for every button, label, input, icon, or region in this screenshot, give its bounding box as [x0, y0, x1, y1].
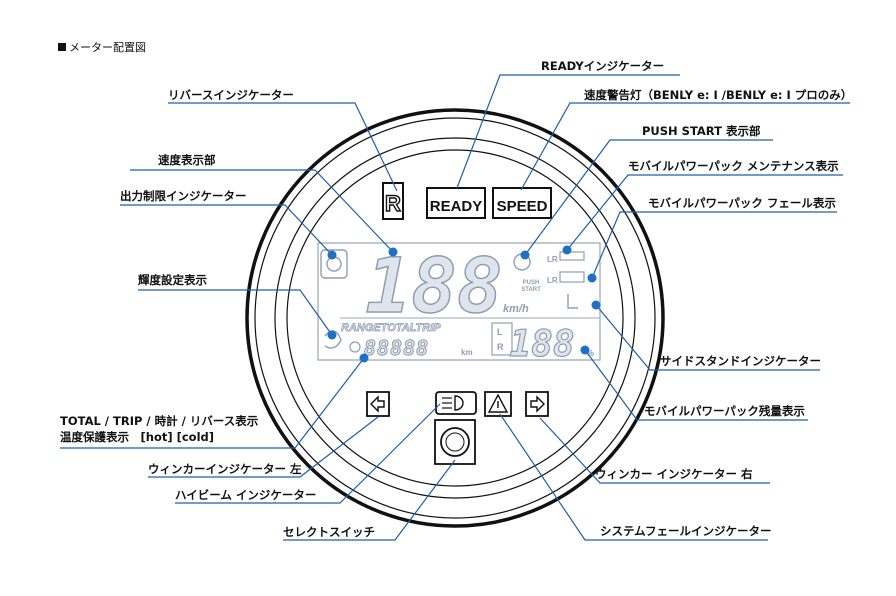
lr-label-bottom: LR	[547, 276, 558, 285]
label-system-fail: システムフェールインジケーター	[600, 524, 772, 538]
label-ready: READYインジケーター	[541, 59, 665, 73]
leader-maintenance	[566, 174, 843, 251]
top-indicators: R READY SPEED	[382, 182, 552, 220]
dot-battery	[580, 345, 590, 355]
odo-digits: 88888	[364, 336, 429, 360]
ring-2	[254, 117, 656, 519]
dot-maintenance	[562, 245, 572, 255]
label-winker-left: ウィンカーインジケーター 左	[148, 462, 302, 476]
battery-unit: %	[586, 348, 594, 358]
ring-3	[274, 137, 636, 499]
leader-select-switch	[283, 459, 456, 541]
label-output-limit: 出力制限インジケーター	[120, 189, 247, 203]
clock-icon	[349, 341, 361, 353]
label-total-trip: TOTAL / TRIP / 時計 / リバース表示 温度保護表示 [hot] …	[60, 414, 259, 444]
label-push-start: PUSH START 表示部	[642, 124, 761, 138]
leader-battery	[584, 349, 808, 421]
system-fail-box	[484, 391, 512, 417]
start-text: START	[521, 287, 541, 293]
diagram-title-text: メーター配置図	[69, 41, 146, 54]
diagram-title: メーター配置図	[58, 39, 146, 55]
output-limit-icon-circle	[326, 256, 342, 272]
label-select-switch: セレクトスイッチ	[283, 525, 375, 539]
push-text: PUSH	[523, 280, 540, 286]
dot-total-trip	[359, 353, 369, 363]
dot-speed	[388, 247, 398, 257]
select-switch-inner	[445, 432, 465, 452]
ring-4	[286, 149, 624, 487]
leader-fail	[591, 211, 837, 279]
select-switch-knob	[440, 427, 470, 457]
label-reverse-indicator: リバースインジケーター	[168, 88, 294, 102]
label-winker-right: ウィンカー インジケーター 右	[595, 467, 753, 481]
dot-side-stand	[591, 300, 601, 310]
leader-high-beam	[175, 403, 441, 504]
winker-left-icon	[370, 395, 385, 413]
side-stand-icon	[567, 294, 578, 309]
dot-output-limit	[327, 250, 337, 260]
dot-fail	[587, 273, 597, 283]
bottom-indicators	[366, 391, 549, 465]
ready-box	[426, 187, 486, 219]
battery-digits: 188	[509, 324, 574, 365]
label-speed-warning: 速度警告灯（BENLY e: I /BENLY e: I プロのみ）	[584, 88, 853, 102]
dot-push-start	[520, 250, 530, 260]
speed-display: 188 km/h	[365, 240, 529, 331]
label-side-stand: サイドスタンドインジケーター	[660, 354, 821, 368]
speed-text: SPEED	[497, 198, 548, 215]
leader-speed	[130, 169, 394, 253]
leader-lines	[60, 74, 850, 541]
label-fail: モバイルパワーパック フェール表示	[648, 196, 836, 210]
lcd-outline	[317, 242, 601, 361]
leader-winker-left	[148, 416, 379, 478]
leader-output-limit	[120, 204, 333, 256]
leader-push-start	[524, 139, 773, 256]
battery-lr-l: L	[497, 327, 503, 337]
winker-right-icon	[530, 395, 545, 413]
push-start-display: PUSH START	[513, 253, 541, 293]
lr-label-top: LR	[547, 255, 558, 264]
battery-display: L R 188 %	[491, 322, 594, 366]
leader-side-stand	[595, 304, 820, 371]
label-battery: モバイルパワーパック残量表示	[644, 404, 805, 418]
winker-right-box	[525, 391, 549, 417]
battery-lr-r: R	[497, 342, 504, 352]
meter-bezel	[245, 108, 665, 528]
leader-winker-right	[539, 417, 770, 484]
dot-brightness	[327, 330, 337, 340]
leader-brightness	[138, 289, 333, 336]
label-high-beam: ハイビーム インジケーター	[175, 488, 317, 502]
label-maintenance: モバイルパワーパック メンテナンス表示	[628, 159, 839, 173]
high-beam-icon	[454, 395, 464, 411]
battery-bracket	[491, 322, 513, 356]
select-switch-box	[434, 419, 476, 465]
odo-unit: km	[461, 348, 473, 357]
leader-total-trip	[60, 357, 365, 449]
speed-digits: 188	[365, 241, 502, 330]
leader-dots	[327, 245, 601, 363]
lcd-panel	[317, 242, 601, 361]
speed-unit: km/h	[503, 303, 529, 315]
label-brightness: 輝度設定表示	[138, 273, 207, 287]
range-text: RANGETOTALTRIP	[341, 322, 441, 334]
fail-icon	[559, 271, 585, 283]
leader-system-fail	[499, 413, 768, 541]
high-beam-box	[435, 391, 477, 415]
output-limit-icon	[320, 249, 348, 279]
title-square-icon	[58, 43, 66, 51]
right-icons: LR LR	[547, 251, 585, 309]
outer-ring	[245, 108, 665, 528]
leader-ready	[456, 74, 680, 189]
system-fail-icon	[487, 393, 509, 413]
leader-speed-warning	[520, 102, 850, 191]
r-mark: R	[385, 191, 401, 216]
odometer-display: RANGETOTALTRIP 88888 km	[341, 322, 473, 361]
winker-left-box	[366, 391, 390, 417]
leader-reverse	[168, 102, 398, 192]
ready-text: READY	[430, 198, 483, 215]
label-speed-display: 速度表示部	[158, 153, 216, 167]
maintenance-icon	[559, 251, 585, 261]
